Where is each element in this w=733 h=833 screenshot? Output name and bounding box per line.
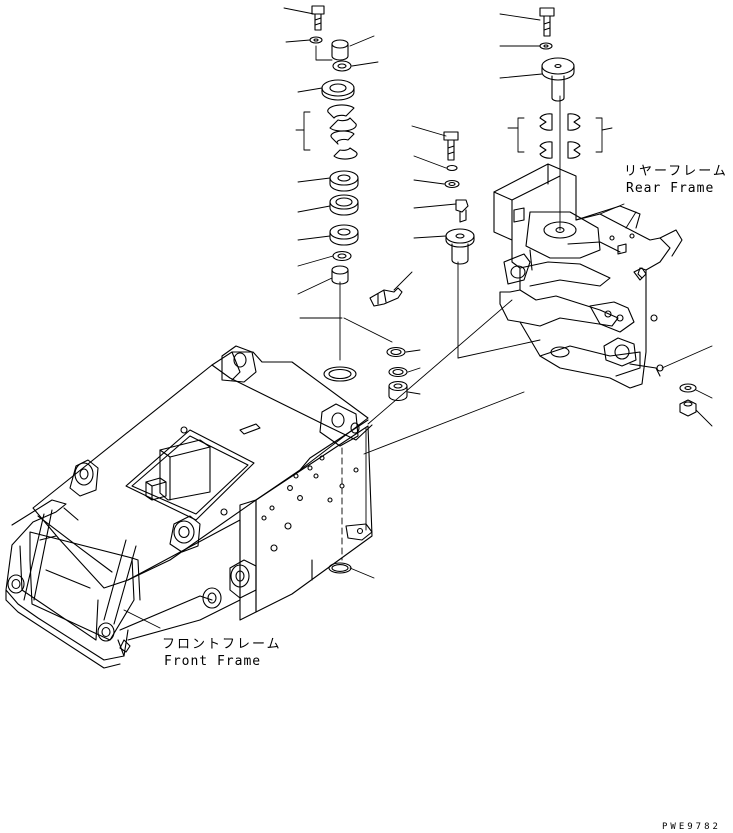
leader-lines [123, 7, 713, 629]
rear-frame-label-jp: リヤーフレーム [624, 164, 728, 179]
rear-frame [493, 163, 683, 389]
front-frame-label-jp: フロントフレーム [162, 637, 282, 652]
rear-frame-label-en: Rear Frame [626, 181, 715, 196]
center-pin-parts [443, 131, 475, 265]
connection-lines [299, 95, 561, 561]
drawing-code: PWE9782 [662, 822, 721, 832]
middle-parts [369, 287, 408, 402]
front-frame-label-en: Front Frame [164, 654, 262, 669]
upper-pin-parts [309, 5, 359, 574]
front-frame [5, 345, 373, 669]
rear-pin-parts [539, 7, 697, 417]
